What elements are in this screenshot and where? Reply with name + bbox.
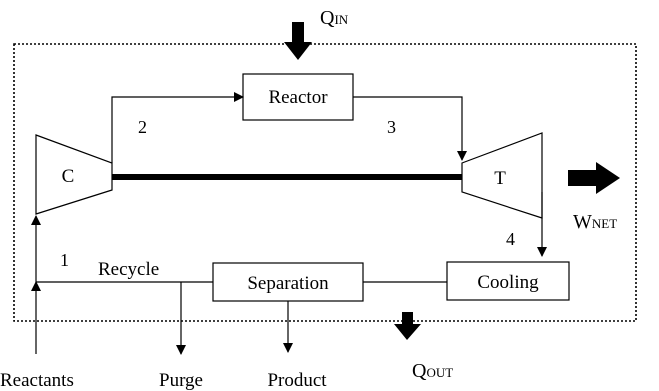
cooling-block [446, 261, 570, 301]
reactor-label: Reactor [268, 87, 328, 108]
flow-2-line [111, 92, 244, 163]
turbine-label: T [494, 168, 506, 189]
q-in-label: QIN [320, 7, 349, 29]
cooling-label: Cooling [477, 272, 539, 293]
reactor-block [242, 73, 354, 121]
purge-label: Purge [159, 370, 203, 391]
reactants-label: Reactants [0, 370, 74, 391]
state-4-label: 4 [506, 229, 515, 249]
shaft [112, 174, 462, 180]
state-3-label: 3 [387, 117, 396, 137]
w-net-arrow [568, 162, 620, 194]
compressor-shape [35, 134, 113, 215]
q-out-arrow [394, 312, 421, 340]
flow-3-line [353, 96, 467, 161]
system-boundary [13, 43, 637, 322]
compressor-label: C [62, 166, 75, 187]
state-1-label: 1 [60, 250, 69, 270]
recycle-label: Recycle [98, 259, 159, 280]
q-out-label: QOUT [412, 360, 453, 382]
separation-label: Separation [247, 273, 329, 294]
w-net-label: WNET [573, 211, 617, 233]
state-2-label: 2 [138, 117, 147, 137]
product-label: Product [267, 370, 327, 391]
q-in-arrow [284, 22, 312, 60]
reactants-merge-arrow [31, 281, 41, 291]
